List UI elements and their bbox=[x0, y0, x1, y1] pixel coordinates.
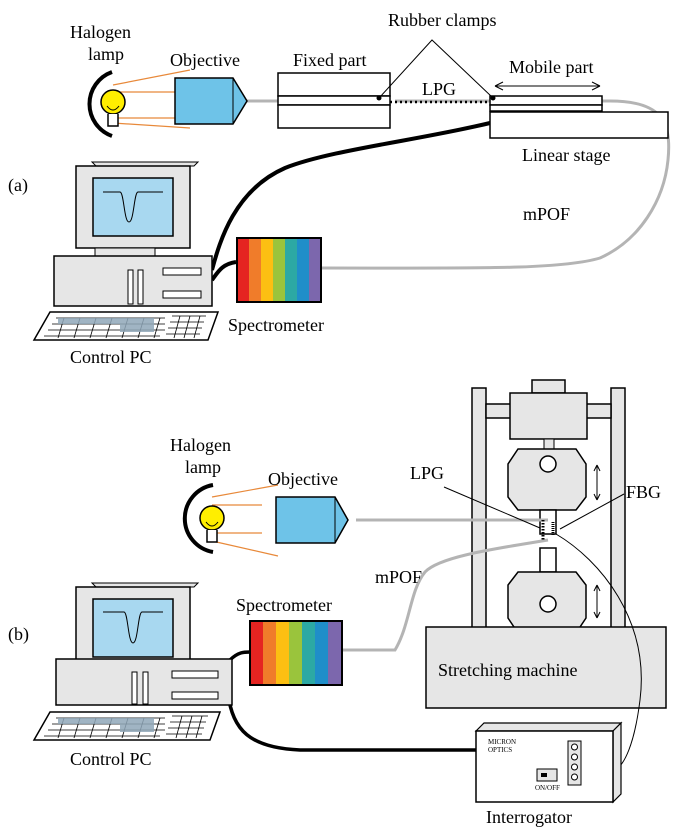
control-pc-a bbox=[32, 161, 220, 341]
stretching-machine-label: Stretching machine bbox=[438, 660, 577, 680]
panel-b: Stretching machine LPG FBG mPOF Halogen … bbox=[8, 379, 667, 827]
lamp-label-line1-a: Halogen bbox=[70, 22, 131, 42]
linear-stage bbox=[489, 111, 669, 139]
lamp-label-line1-b: Halogen bbox=[170, 435, 231, 455]
interrogator-brand-line1: MICRON bbox=[488, 738, 516, 746]
lamp-label-line2-a: lamp bbox=[88, 44, 124, 64]
spectrometer-a bbox=[236, 237, 322, 303]
on-off-label: ON/OFF bbox=[535, 784, 560, 792]
mpof-label-a: mPOF bbox=[523, 204, 570, 224]
panel-a: Halogen lamp Objective Fixed part Rubber… bbox=[8, 10, 671, 367]
halogen-lamp-b bbox=[182, 483, 279, 557]
interrogator bbox=[474, 721, 623, 804]
panel-a-tag: (a) bbox=[8, 175, 28, 196]
control-pc-b bbox=[32, 582, 233, 741]
control-pc-label-a: Control PC bbox=[70, 347, 152, 367]
spectrometer-b bbox=[249, 620, 343, 686]
interrogator-brand-line2: OPTICS bbox=[488, 746, 512, 754]
lamp-label-line2-b: lamp bbox=[185, 457, 221, 477]
rubber-clamps-pointer bbox=[379, 39, 493, 98]
objective-a bbox=[174, 77, 248, 125]
mpof-label-b: mPOF bbox=[375, 567, 422, 587]
fixed-part-label: Fixed part bbox=[293, 50, 367, 70]
spectrometer-label-a: Spectrometer bbox=[228, 315, 324, 335]
fbg-fiber-to-interrogator bbox=[555, 533, 642, 773]
interrogator-label: Interrogator bbox=[486, 807, 572, 827]
rubber-clamps-label: Rubber clamps bbox=[388, 10, 496, 30]
linear-stage-label: Linear stage bbox=[522, 145, 610, 165]
mobile-part bbox=[489, 95, 603, 112]
objective-label-a: Objective bbox=[170, 50, 240, 70]
objective-b bbox=[275, 496, 349, 544]
lpg-label-b: LPG bbox=[410, 463, 444, 483]
halogen-lamp-a bbox=[87, 69, 191, 138]
lpg-label-a: LPG bbox=[422, 79, 456, 99]
objective-label-b: Objective bbox=[268, 469, 338, 489]
fbg-label-b: FBG bbox=[626, 482, 661, 502]
fixed-part bbox=[277, 72, 391, 129]
mpof-fiber-b-bottom bbox=[342, 538, 549, 652]
spectrometer-label-b: Spectrometer bbox=[236, 595, 332, 615]
cable-stage-to-pc-a bbox=[210, 121, 491, 271]
panel-b-tag: (b) bbox=[8, 624, 29, 645]
mobile-part-label: Mobile part bbox=[509, 57, 593, 77]
mobile-part-arrow bbox=[494, 81, 601, 91]
cable-pc-to-spectrometer-b bbox=[228, 650, 251, 662]
stretching-machine bbox=[425, 379, 667, 709]
cable-spectrometer-to-pc-a bbox=[210, 260, 237, 282]
control-pc-label-b: Control PC bbox=[70, 749, 152, 769]
